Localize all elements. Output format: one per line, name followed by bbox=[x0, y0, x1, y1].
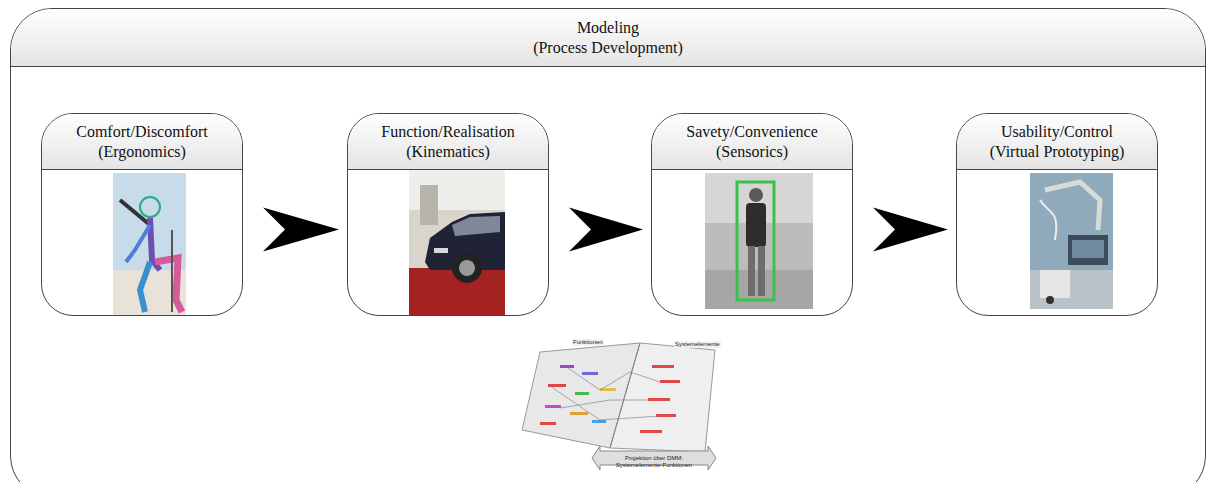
header-band: Usability/Control(Virtual Prototyping) bbox=[957, 114, 1157, 170]
header-band: Modeling(Process Development) bbox=[11, 9, 1205, 67]
stage-box: Comfort/Discomfort(Ergonomics) bbox=[41, 113, 243, 316]
stage-box: Usability/Control(Virtual Prototyping) bbox=[956, 113, 1158, 316]
stage-box: Function/Realisation(Kinematics) bbox=[347, 113, 549, 316]
flow-arrow bbox=[263, 208, 339, 252]
stage-box: Savety/Convenience(Sensorics) bbox=[651, 113, 853, 316]
header-band: Function/Realisation(Kinematics) bbox=[348, 114, 548, 170]
subheading-text: (Sensorics) bbox=[716, 142, 788, 162]
heading-text: Savety/Convenience bbox=[686, 122, 818, 142]
sensorics-photo bbox=[705, 173, 813, 309]
heading-text: Comfort/Discomfort bbox=[76, 122, 208, 142]
document-label: Funktionen bbox=[572, 339, 604, 346]
subheading-text: (Process Development) bbox=[533, 38, 683, 58]
subheading-text: (Kinematics) bbox=[406, 142, 490, 162]
header-band: Savety/Convenience(Sensorics) bbox=[652, 114, 852, 170]
ergonomics-photo bbox=[113, 173, 186, 315]
car-photo bbox=[409, 170, 505, 315]
subheading-text: (Virtual Prototyping) bbox=[990, 142, 1125, 162]
flow-arrow bbox=[873, 208, 948, 252]
dmm-document bbox=[522, 343, 716, 470]
heading-text: Function/Realisation bbox=[381, 122, 514, 142]
flow-arrow bbox=[569, 208, 643, 252]
heading-text: Modeling bbox=[577, 18, 639, 38]
document-label: Systemelemente bbox=[674, 341, 721, 348]
header-band: Comfort/Discomfort(Ergonomics) bbox=[42, 114, 242, 170]
lab-photo bbox=[1030, 173, 1113, 309]
heading-text: Usability/Control bbox=[1001, 122, 1113, 142]
document-label: Projektion über DMM: Systemelemente-Funk… bbox=[603, 455, 705, 469]
process-frame: Modeling(Process Development) Comfort/Dis… bbox=[10, 8, 1206, 482]
subheading-text: (Ergonomics) bbox=[98, 142, 186, 162]
